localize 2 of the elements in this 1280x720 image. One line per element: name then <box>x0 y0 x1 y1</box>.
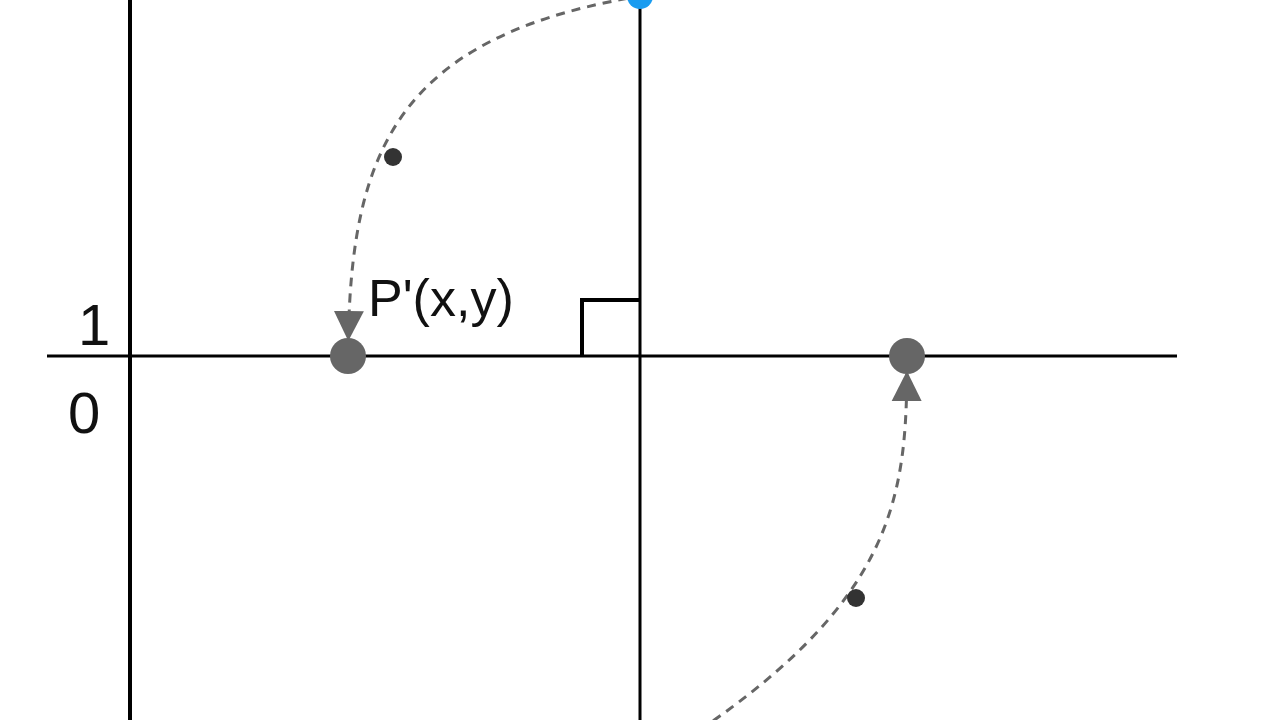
axis-number: 1 <box>78 296 111 354</box>
axis-number: 0 <box>68 384 101 442</box>
